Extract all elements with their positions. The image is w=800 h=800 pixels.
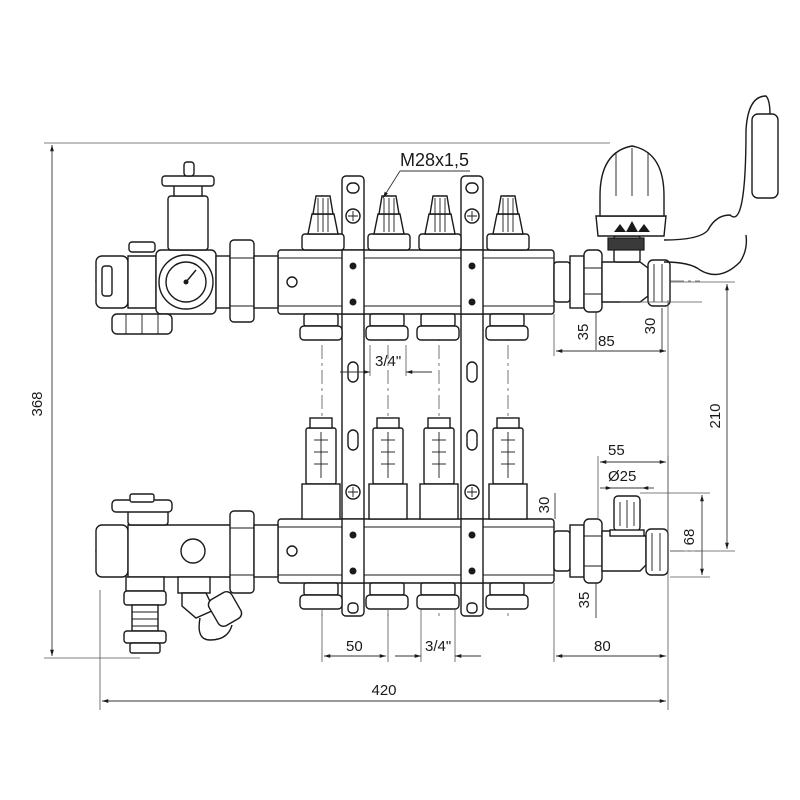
thread-callout: M28x1,5 [382, 150, 470, 199]
dim-label-55: 55 [608, 442, 625, 459]
dim-label-top-35: 35 [575, 324, 592, 341]
dimension-top-right: 85 35 30 [553, 301, 702, 356]
valve-cap-2 [367, 195, 411, 251]
dim-label-80: 80 [594, 638, 611, 655]
dimension-bottom-pipe: 3/4" [395, 610, 481, 662]
top-outlets [299, 313, 529, 341]
valve-cap-4 [486, 195, 530, 251]
bottom-right-assembly [553, 495, 669, 584]
dim-label-right-30: 30 [536, 497, 553, 514]
dimension-bottom-35: 35 [576, 583, 597, 618]
thread-label: M28x1,5 [400, 150, 469, 170]
dimension-bar-spacing: 210 [670, 281, 735, 552]
dimension-bottom-80: 80 [553, 583, 666, 662]
dimension-bottom-right-valve: 55 Ø25 68 30 [536, 442, 710, 578]
valve-cap-3 [418, 195, 462, 251]
flow-meter-3 [419, 417, 459, 520]
top-right-assembly [553, 95, 779, 313]
bottom-left-assembly [95, 493, 279, 654]
dim-label-top-30: 30 [642, 318, 659, 335]
dim-label-d25: Ø25 [608, 468, 636, 485]
dimension-bottom-50: 50 [321, 610, 389, 662]
dimension-top-pipe: 3/4" [340, 345, 432, 376]
dimension-overall-height: 368 [29, 142, 610, 659]
dim-label-420: 420 [371, 682, 396, 699]
dim-label-bottom-3-4: 3/4" [425, 638, 451, 655]
dim-label-85: 85 [598, 333, 615, 350]
valve-cap-1 [301, 195, 345, 251]
flow-meters [301, 417, 528, 520]
bottom-outlets [299, 582, 529, 610]
bottom-manifold-bar [277, 484, 555, 584]
flow-meter-4 [488, 417, 528, 520]
flow-meter-1 [301, 417, 341, 520]
dim-label-50: 50 [346, 638, 363, 655]
top-left-assembly [95, 161, 279, 335]
top-valve-caps [301, 195, 530, 251]
flow-meter-2 [368, 417, 408, 520]
dim-label-bottom-35: 35 [576, 592, 593, 609]
dim-label-68: 68 [681, 529, 698, 546]
dim-label-368: 368 [29, 391, 46, 416]
dim-label-top-3-4: 3/4" [375, 353, 401, 370]
dim-label-210: 210 [707, 403, 724, 428]
